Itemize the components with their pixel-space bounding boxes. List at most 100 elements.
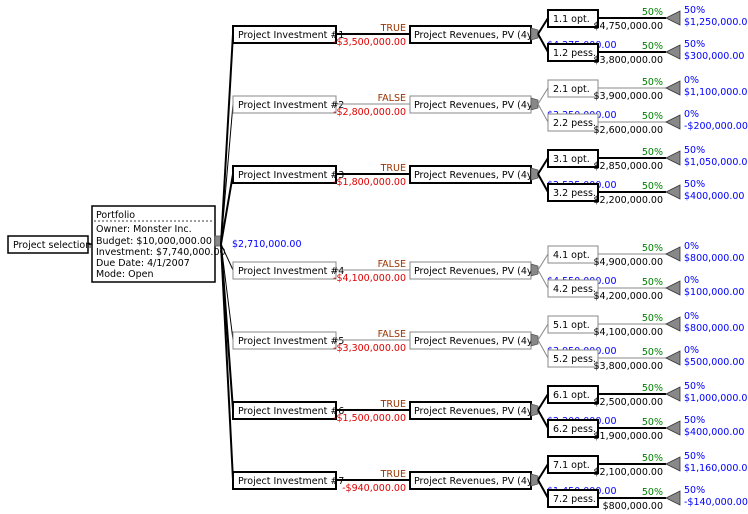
payoff-probability: 0%: [684, 311, 699, 322]
project-node[interactable]: Project Investment #3: [232, 165, 344, 184]
terminal-node-icon: [665, 386, 681, 402]
revenue-label: Project Revenues, PV (4y): [414, 406, 536, 417]
portfolio-value: $2,710,000.00: [232, 239, 302, 250]
revenue-label: Project Revenues, PV (4y): [414, 30, 536, 41]
payoff-value: $400,000.00: [684, 427, 744, 438]
outcome-pv: $4,200,000.00: [593, 291, 663, 302]
outcome-node[interactable]: 6.2 pess.: [547, 419, 599, 438]
outcome-label: 6.2 pess.: [553, 424, 596, 435]
outcome-label: 7.2 pess.: [553, 494, 596, 505]
outcome-node[interactable]: 4.1 opt.: [547, 245, 599, 264]
terminal-node-icon: [665, 114, 681, 130]
outcome-label: 3.1 opt.: [553, 154, 590, 165]
outcome-node[interactable]: 3.2 pess.: [547, 183, 599, 202]
outcome-pv: $3,800,000.00: [593, 361, 663, 372]
outcome-probability: 50%: [642, 181, 663, 192]
portfolio-mode: Mode: Open: [96, 269, 153, 280]
payoff-probability: 50%: [684, 415, 705, 426]
outcome-node[interactable]: 5.1 opt.: [547, 315, 599, 334]
payoff-value: $500,000.00: [684, 357, 744, 368]
outcome-probability: 50%: [642, 77, 663, 88]
outcome-probability: 50%: [642, 383, 663, 394]
revenue-node[interactable]: Project Revenues, PV (4y): [409, 331, 536, 350]
project-branch: Project Investment #6TRUE-$1,500,000.00P…: [220, 243, 748, 442]
outcome-node[interactable]: 7.2 pess.: [547, 489, 599, 508]
revenue-label: Project Revenues, PV (4y): [414, 170, 536, 181]
terminal-node-icon: [665, 246, 681, 262]
project-node[interactable]: Project Investment #1: [232, 25, 344, 44]
payoff-value: $100,000.00: [684, 287, 744, 298]
root-node[interactable]: Project selection: [7, 235, 91, 254]
outcome-probability: 50%: [642, 41, 663, 52]
project-cost: -$3,500,000.00: [333, 37, 406, 48]
payoff-value: $300,000.00: [684, 51, 744, 62]
revenue-node[interactable]: Project Revenues, PV (4y): [409, 261, 536, 280]
revenue-node[interactable]: Project Revenues, PV (4y): [409, 165, 536, 184]
project-node[interactable]: Project Investment #7: [232, 471, 344, 490]
outcome-node[interactable]: 3.1 opt.: [547, 149, 599, 168]
revenue-node[interactable]: Project Revenues, PV (4y): [409, 471, 536, 490]
project-branch: Project Investment #1TRUE-$3,500,000.00P…: [220, 5, 748, 245]
chance-node-marker: [530, 473, 539, 487]
payoff-probability: 50%: [684, 5, 705, 16]
outcome-branch: 2.1 opt.50%$3,900,000.000%$1,100,000.00: [537, 75, 748, 105]
outcome-node[interactable]: 6.1 opt.: [547, 385, 599, 404]
outcome-pv: $3,800,000.00: [593, 55, 663, 66]
outcome-label: 7.1 opt.: [553, 460, 590, 471]
outcome-label: 1.2 pess.: [553, 48, 596, 59]
project-name: Project Investment #6: [238, 406, 344, 417]
outcome-probability: 50%: [642, 313, 663, 324]
project-branches: Project Investment #1TRUE-$3,500,000.00P…: [220, 5, 748, 512]
outcome-probability: 50%: [642, 243, 663, 254]
project-cost: -$1,500,000.00: [333, 413, 406, 424]
outcome-pv: $2,100,000.00: [593, 467, 663, 478]
payoff-value: $1,160,000.00: [684, 463, 748, 474]
outcome-node[interactable]: 2.1 opt.: [547, 79, 599, 98]
revenue-node[interactable]: Project Revenues, PV (4y): [409, 25, 536, 44]
project-branch: Project Investment #7 TRUE -$940,000.00 Pro…: [220, 243, 748, 512]
payoff-value: $1,100,000.00: [684, 87, 748, 98]
decision-value: FALSE: [378, 93, 406, 104]
project-branch: Project Investment #4FALSE-$4,100,000.00…: [220, 241, 744, 302]
outcome-branch: 4.1 opt.50%$4,900,000.000%$800,000.00: [537, 241, 744, 271]
project-node[interactable]: Project Investment #6: [232, 401, 344, 420]
project-node[interactable]: Project Investment #4: [232, 261, 344, 280]
outcome-node[interactable]: 5.2 pess.: [547, 349, 599, 368]
outcome-node[interactable]: 1.2 pess.: [547, 43, 599, 62]
outcome-label: 4.2 pess.: [553, 284, 596, 295]
revenue-node[interactable]: Project Revenues, PV (4y): [409, 95, 536, 114]
outcome-probability: 50%: [642, 347, 663, 358]
project-node[interactable]: Project Investment #5: [232, 331, 344, 350]
outcome-pv: $4,900,000.00: [593, 257, 663, 268]
portfolio-node[interactable]: Portfolio Owner: Monster Inc. Budget: $1…: [91, 205, 226, 283]
outcome-pv: $2,850,000.00: [593, 161, 663, 172]
payoff-value: $800,000.00: [684, 253, 744, 264]
terminal-node-icon: [665, 150, 681, 166]
outcome-node[interactable]: 4.2 pess.: [547, 279, 599, 298]
revenue-label: Project Revenues, PV (4y): [414, 476, 536, 487]
outcome-node[interactable]: 1.1 opt.: [547, 9, 599, 28]
decision-value: TRUE: [380, 469, 406, 480]
outcome-node[interactable]: 2.2 pess.: [547, 113, 599, 132]
outcome-branch: 2.2 pess.50%$2,600,000.000%-$200,000.00: [537, 103, 748, 136]
revenue-node[interactable]: Project Revenues, PV (4y): [409, 401, 536, 420]
outcome-node[interactable]: 7.1 opt.: [547, 455, 599, 474]
terminal-node-icon: [665, 44, 681, 60]
project-cost: -$940,000.00: [342, 483, 406, 494]
payoff-probability: 50%: [684, 451, 705, 462]
payoff-probability: 0%: [684, 345, 699, 356]
chance-node-marker: [530, 403, 539, 417]
portfolio-budget: Budget: $10,000,000.00: [96, 236, 212, 247]
project-node[interactable]: Project Investment #2: [232, 95, 344, 114]
project-name: Project Investment #7: [238, 476, 344, 487]
outcome-pv: $4,100,000.00: [593, 327, 663, 338]
project-name: Project Investment #4: [238, 266, 344, 277]
outcome-probability: 50%: [642, 147, 663, 158]
chance-node-marker: [530, 263, 539, 277]
portfolio-due-date: Due Date: 4/1/2007: [96, 258, 190, 269]
chance-node-marker: [530, 97, 539, 111]
